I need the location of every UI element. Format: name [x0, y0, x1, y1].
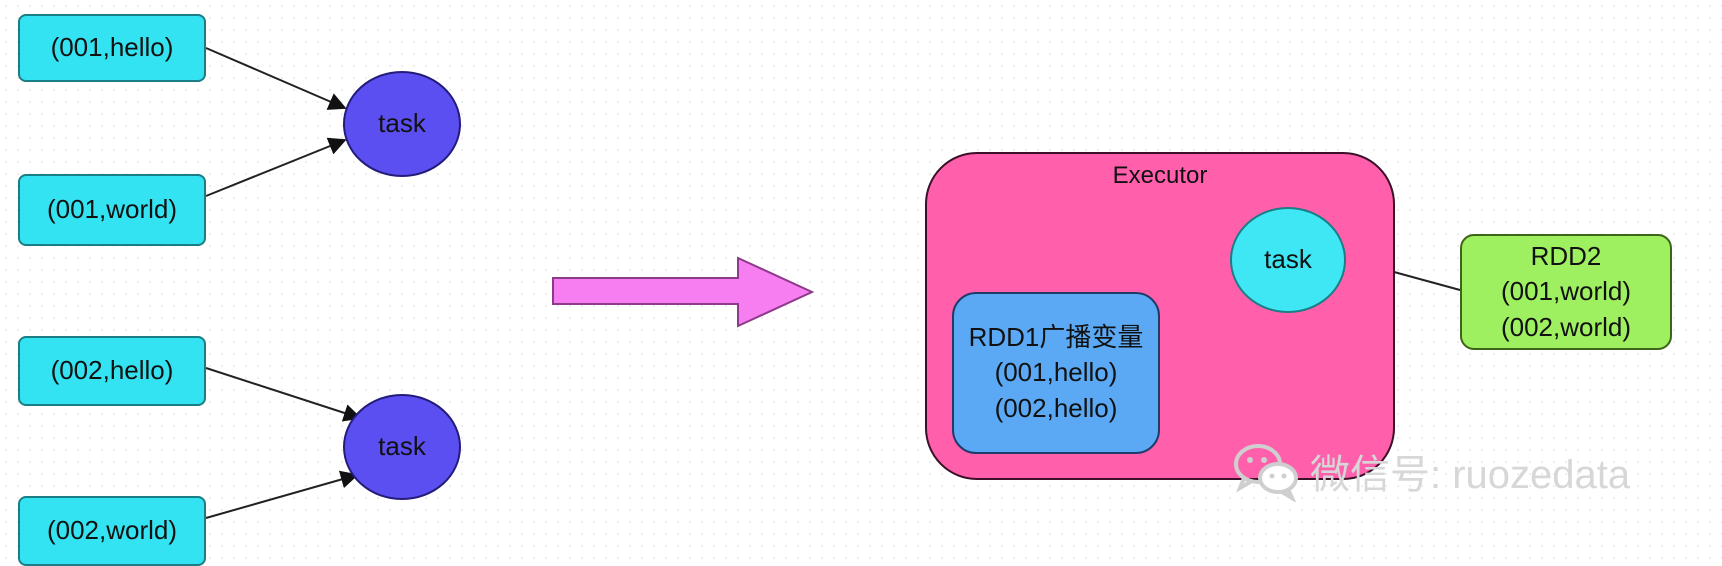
executor-title: Executor [1112, 162, 1208, 189]
rdd2-title: RDD2 [1530, 241, 1602, 272]
rdd1-broadcast-box: RDD1广播变量 (001,hello) (002,hello) [952, 292, 1160, 454]
kv-002-hello: (002,hello) [18, 336, 206, 406]
broadcast-join-diagram: (001,hello) (001,world) (002,hello) (002… [18, 14, 1672, 566]
rdd2-line-1: (001,world) [1500, 276, 1632, 307]
rdd1-title: RDD1广播变量 [968, 322, 1144, 353]
watermark: 微信号: ruozedata [1232, 440, 1630, 502]
edge-kv3-task2 [205, 367, 362, 422]
edge-kv1-task1 [205, 47, 347, 110]
task-node-1: task [343, 71, 461, 177]
kv-001-world: (001,world) [18, 174, 206, 246]
rdd1-line-1: (001,hello) [994, 357, 1118, 388]
kv-002-world: (002,world) [18, 496, 206, 566]
watermark-text: 微信号: ruozedata [1310, 453, 1631, 497]
rdd1-line-2: (002,hello) [994, 392, 1118, 423]
big-transform-arrow [552, 256, 815, 328]
wechat-icon [1234, 444, 1298, 502]
rdd2-line-2: (002,world) [1500, 311, 1632, 342]
executor-task-node: task [1230, 207, 1346, 313]
task-node-2: task [343, 394, 461, 500]
edge-kv4-task2 [205, 470, 359, 519]
edge-kv2-task1 [205, 137, 347, 197]
kv-001-hello: (001,hello) [18, 14, 206, 82]
rdd2-box: RDD2 (001,world) (002,world) [1460, 234, 1672, 350]
